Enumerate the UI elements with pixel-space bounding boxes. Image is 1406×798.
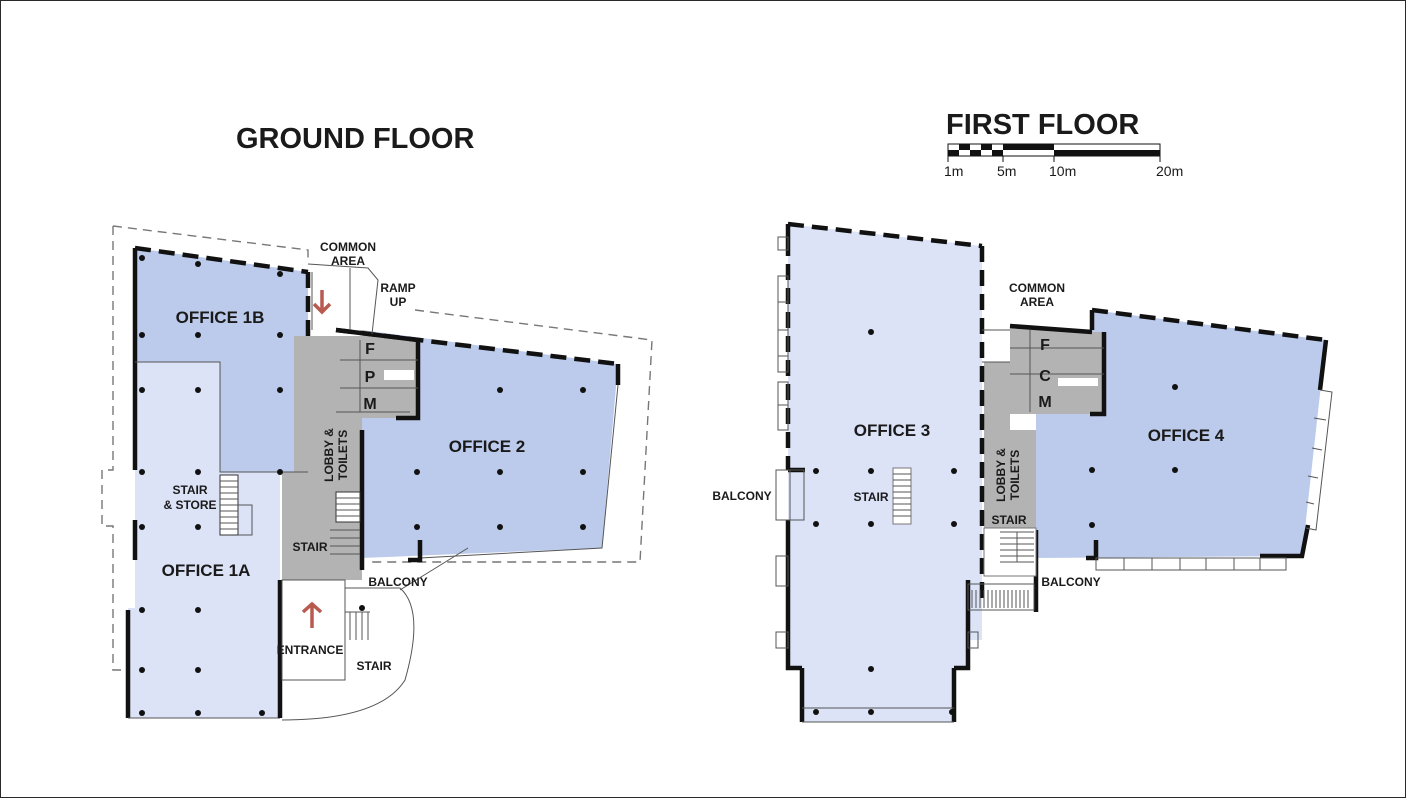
wall: [802, 707, 954, 723]
entrance-arrow-icon: [301, 601, 323, 628]
toilet-corridor: [1058, 378, 1098, 386]
stair-store-stairs: [219, 474, 253, 536]
toilet-parents-label: P: [365, 369, 376, 386]
ramp-label: UP: [390, 295, 407, 309]
office-division: [135, 361, 308, 473]
toilet-partitions: [336, 340, 418, 413]
structural-columns: [139, 255, 586, 716]
scale-label-20m: 20m: [1156, 163, 1183, 179]
external-stair-label: STAIR: [356, 659, 391, 673]
office-1b-label: OFFICE 1B: [176, 308, 265, 327]
office-4-area: [1036, 310, 1326, 558]
toilet-female-label: F: [365, 341, 375, 358]
toilet-female-label: F: [1040, 337, 1050, 354]
lobby-toilets-label: LOBBY &: [322, 428, 336, 482]
first-floor-toilets: [1010, 326, 1104, 414]
office-4-north-wall: [1091, 307, 1327, 343]
site-boundary: [101, 225, 309, 671]
first-floor-plan: FIRST FLOOR 1m 5m 10m 20m: [712, 109, 1333, 723]
toilet-male-label: M: [1038, 394, 1051, 411]
common-area-label: AREA: [331, 254, 365, 268]
common-area-outline: [982, 329, 1010, 363]
first-floor-core-stair: [967, 527, 1037, 611]
stair-store-label: & STORE: [163, 498, 216, 512]
window-bays: [775, 236, 1333, 649]
ground-floor-plan: GROUND FLOOR COMMON AREA RAMP: [101, 123, 653, 721]
stair-store-label: STAIR: [172, 483, 207, 497]
balcony-label: BALCONY: [368, 575, 427, 589]
office-1b-area: [135, 248, 308, 472]
stair-label: STAIR: [991, 513, 1026, 527]
ramp-label: RAMP: [380, 281, 415, 295]
toilet-wall: [1009, 310, 1107, 417]
common-area-label: AREA: [1020, 295, 1054, 309]
core-void: [1010, 414, 1036, 430]
scale-bar: 1m 5m 10m 20m: [944, 143, 1183, 179]
office-2-label: OFFICE 2: [449, 437, 526, 456]
site-boundary-office-2: [368, 309, 653, 563]
office-3-north-wall: [787, 221, 983, 249]
internal-stair-label: STAIR: [853, 490, 888, 504]
arrow-down-icon: [312, 290, 332, 315]
external-stair-outline: [281, 587, 415, 721]
office-1b-north-wall: [134, 245, 309, 275]
entrance-label: ENTRANCE: [277, 643, 344, 657]
balcony-west-label: BALCONY: [712, 489, 771, 503]
lobby-toilets-label: TOILETS: [336, 430, 350, 480]
toilet-partitions: [1010, 330, 1104, 412]
balcony-south-label: BALCONY: [1041, 575, 1100, 589]
ramp: [307, 263, 379, 335]
external-stairs: [345, 611, 370, 640]
lobby-toilets-label: TOILETS: [1008, 450, 1022, 500]
first-floor-title: FIRST FLOOR: [946, 109, 1139, 141]
office-3-label: OFFICE 3: [854, 421, 931, 440]
toilet-wall: [335, 327, 421, 421]
lobby-toilets-label: LOBBY &: [994, 448, 1008, 502]
wall: [419, 384, 619, 559]
scale-label-5m: 5m: [997, 163, 1016, 179]
scale-label-1m: 1m: [944, 163, 963, 179]
toilet-c-label: C: [1039, 368, 1051, 385]
balcony-line: [399, 547, 469, 591]
common-area-label: COMMON: [1009, 281, 1065, 295]
office-1a-label: OFFICE 1A: [162, 561, 251, 580]
toilet-corridor: [384, 370, 414, 380]
stair-label: STAIR: [292, 540, 327, 554]
ground-floor-title: GROUND FLOOR: [236, 123, 474, 155]
office-4-label: OFFICE 4: [1148, 426, 1225, 445]
core-stairs: [330, 491, 361, 555]
lobby-core-area: [282, 330, 418, 568]
toilet-male-label: M: [363, 396, 376, 413]
office-3-annex: [802, 668, 954, 722]
entrance-area: [281, 579, 346, 681]
office-3-internal-stair: [892, 467, 912, 525]
structural-columns: [813, 329, 1178, 715]
office-3-area: [788, 224, 982, 670]
wall: [408, 540, 423, 563]
office-2-area: [362, 330, 618, 558]
office-1a-area: [128, 362, 280, 718]
stair-core-base: [282, 568, 362, 580]
scale-label-10m: 10m: [1049, 163, 1076, 179]
west-wall: [125, 290, 138, 718]
common-area-label: COMMON: [320, 240, 376, 254]
